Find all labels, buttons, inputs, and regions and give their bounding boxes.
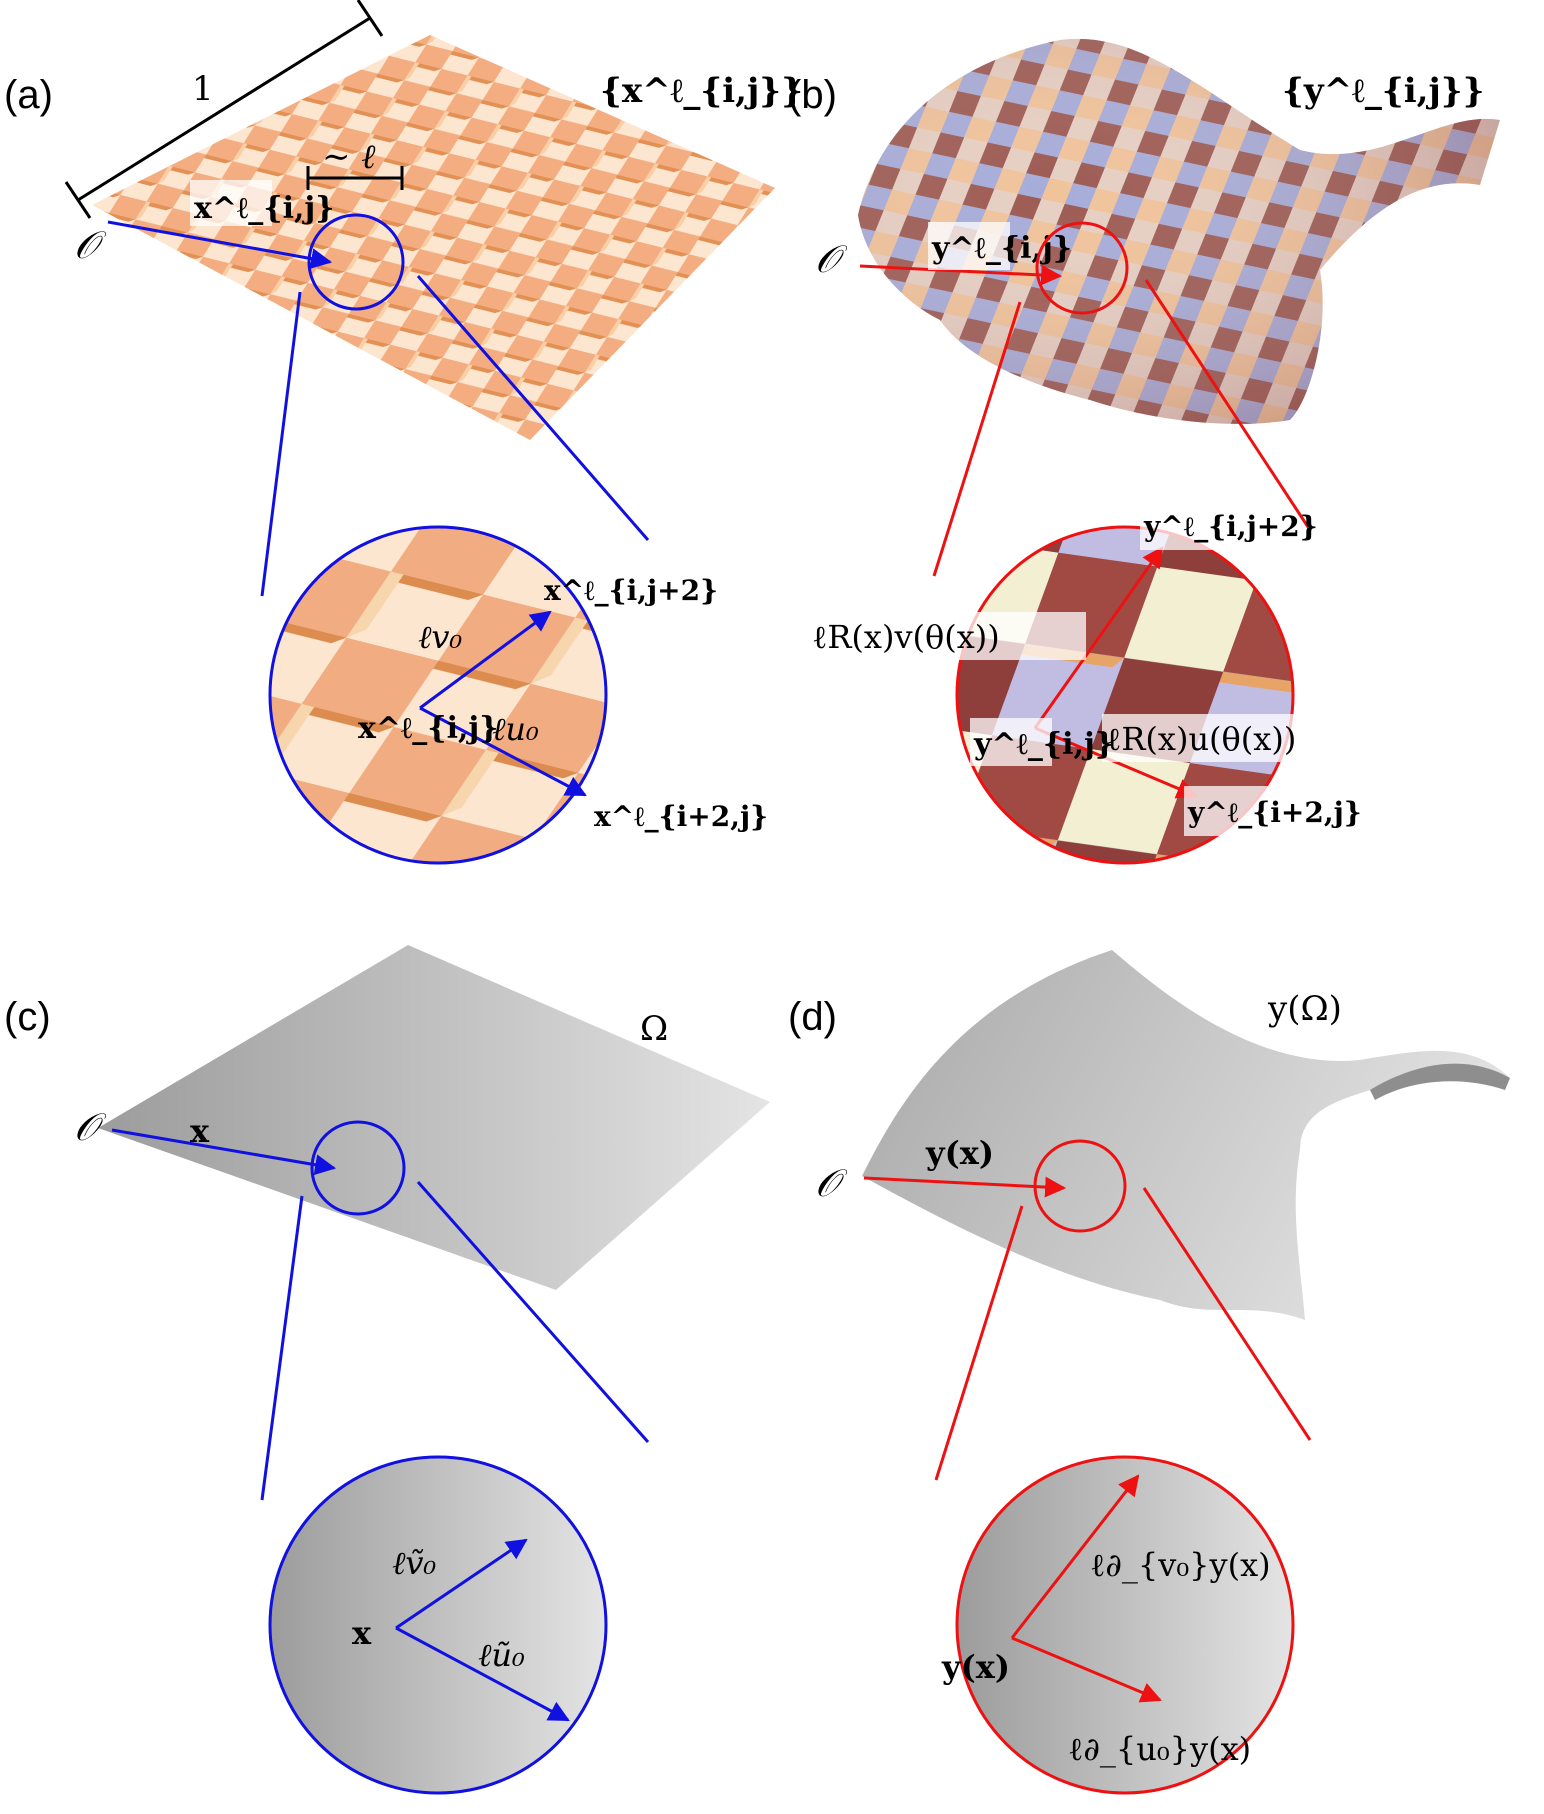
panel-c-label: (c)	[4, 995, 51, 1039]
zoom-connector-right	[1144, 279, 1312, 531]
tangent-vector-v	[395, 1538, 528, 1630]
set-label-y: {y^ℓ_{i,j}}	[1282, 71, 1485, 111]
origin-label: 𝒪	[815, 237, 848, 281]
label-bg	[970, 718, 1052, 766]
zoom-center-label: x^ℓ_{i,j}	[358, 711, 499, 746]
label-bg	[1184, 786, 1314, 836]
flat-origami-sheet	[92, 35, 775, 440]
label-bg	[1140, 502, 1270, 550]
domain-label: y(Ω)	[1267, 989, 1342, 1029]
position-label: x^ℓ_{i,j}	[194, 191, 335, 226]
vec-u-label: ℓR(x)u(θ(x))	[1106, 720, 1296, 758]
vec-v-label: ℓ∂_{v₀}y(x)	[1090, 1546, 1271, 1584]
surface-underside	[1370, 1063, 1510, 1100]
vec-u-label: ℓũ₀	[478, 1636, 525, 1674]
set-label-x: {x^ℓ_{i,j}}	[600, 71, 803, 111]
differential-vector-v	[1010, 1474, 1140, 1639]
panel-a-label: (a)	[4, 73, 53, 117]
vec-v-label: ℓṽ₀	[392, 1544, 436, 1582]
cell-size-bar	[306, 166, 404, 190]
zoom-connector-left	[260, 291, 302, 597]
zoom-circle-a	[268, 525, 608, 865]
zoom-center-label: x	[352, 1614, 372, 1652]
panel-d: (d) y(Ω) 𝒪 y(x) ℓ∂_{v₀}y(x) ℓ∂_{u₀}y(x) …	[788, 950, 1510, 1795]
vec-v-label: ℓv₀	[418, 618, 462, 656]
vec-u-label: ℓ∂_{u₀}y(x)	[1068, 1730, 1251, 1768]
label-bg	[1102, 714, 1388, 762]
zoom-region-circle	[1033, 1139, 1127, 1233]
zoom-connector-right	[1142, 1187, 1312, 1441]
zoom-region-circle	[1035, 221, 1129, 315]
position-label: x	[190, 1112, 210, 1150]
panel-b: (b) {y^ℓ_{i,j}} 𝒪 y^ℓ_{i,j} ℓR(x)v(θ(x))…	[788, 38, 1500, 865]
zoom-circle-d	[955, 1455, 1295, 1795]
flat-domain-surface	[98, 945, 770, 1290]
vec-u-label: ℓu₀	[492, 710, 539, 748]
end-u-label: y^ℓ_{i+2,j}	[1187, 796, 1362, 829]
end-u-label: x^ℓ_{i+2,j}	[594, 800, 768, 833]
differential-vector-u	[1011, 1636, 1162, 1703]
lattice-vector-u	[419, 706, 587, 797]
cell-size-label: ∼ ℓ	[322, 137, 375, 177]
zoom-connector-left	[260, 1195, 304, 1501]
label-bg	[928, 222, 1010, 270]
position-vector	[859, 264, 1063, 286]
position-vector	[111, 1128, 337, 1176]
origin-label: 𝒪	[815, 1161, 848, 1205]
vec-v-label: ℓR(x)v(θ(x))	[812, 618, 1000, 656]
zoom-center-label: y^ℓ_{i,j}	[973, 727, 1114, 762]
label-bg	[190, 180, 272, 226]
zoom-connector-left	[934, 1205, 1024, 1481]
panel-c: (c) Ω 𝒪 x ℓṽ₀ ℓũ₀ x	[4, 945, 770, 1795]
zoom-connector-right	[416, 275, 650, 541]
end-v-label: x^ℓ_{i,j+2}	[544, 574, 718, 607]
length-bar	[64, 0, 384, 219]
deformed-sheet-shading	[858, 38, 1500, 424]
panel-d-label: (d)	[788, 995, 837, 1039]
position-vector	[107, 220, 333, 269]
label-bg	[808, 612, 1086, 660]
zoom-center-label: y(x)	[941, 1648, 1010, 1686]
end-v-label: y^ℓ_{i,j+2}	[1143, 510, 1318, 543]
zoom-connector-left	[932, 301, 1022, 577]
domain-label: Ω	[640, 1009, 668, 1049]
zoom-region-circle	[307, 213, 405, 311]
length-bar-label: 1	[192, 69, 214, 109]
panel-b-label: (b)	[788, 73, 837, 117]
panel-a: (a) 1 ∼ ℓ {x^ℓ_{i,j}} 𝒪 x^ℓ_{i,j}	[4, 0, 803, 865]
position-vector	[863, 1176, 1067, 1198]
position-label: y(x)	[925, 1134, 994, 1172]
zoom-circle-c	[268, 1455, 608, 1795]
origin-label: 𝒪	[74, 223, 107, 267]
deformed-vector-v	[1033, 546, 1164, 729]
zoom-connector-right	[416, 1181, 650, 1443]
zoom-region-circle	[310, 1120, 406, 1216]
lattice-vector-v	[419, 610, 552, 710]
deformed-domain-surface	[862, 950, 1510, 1320]
tangent-vector-u	[395, 1626, 570, 1722]
